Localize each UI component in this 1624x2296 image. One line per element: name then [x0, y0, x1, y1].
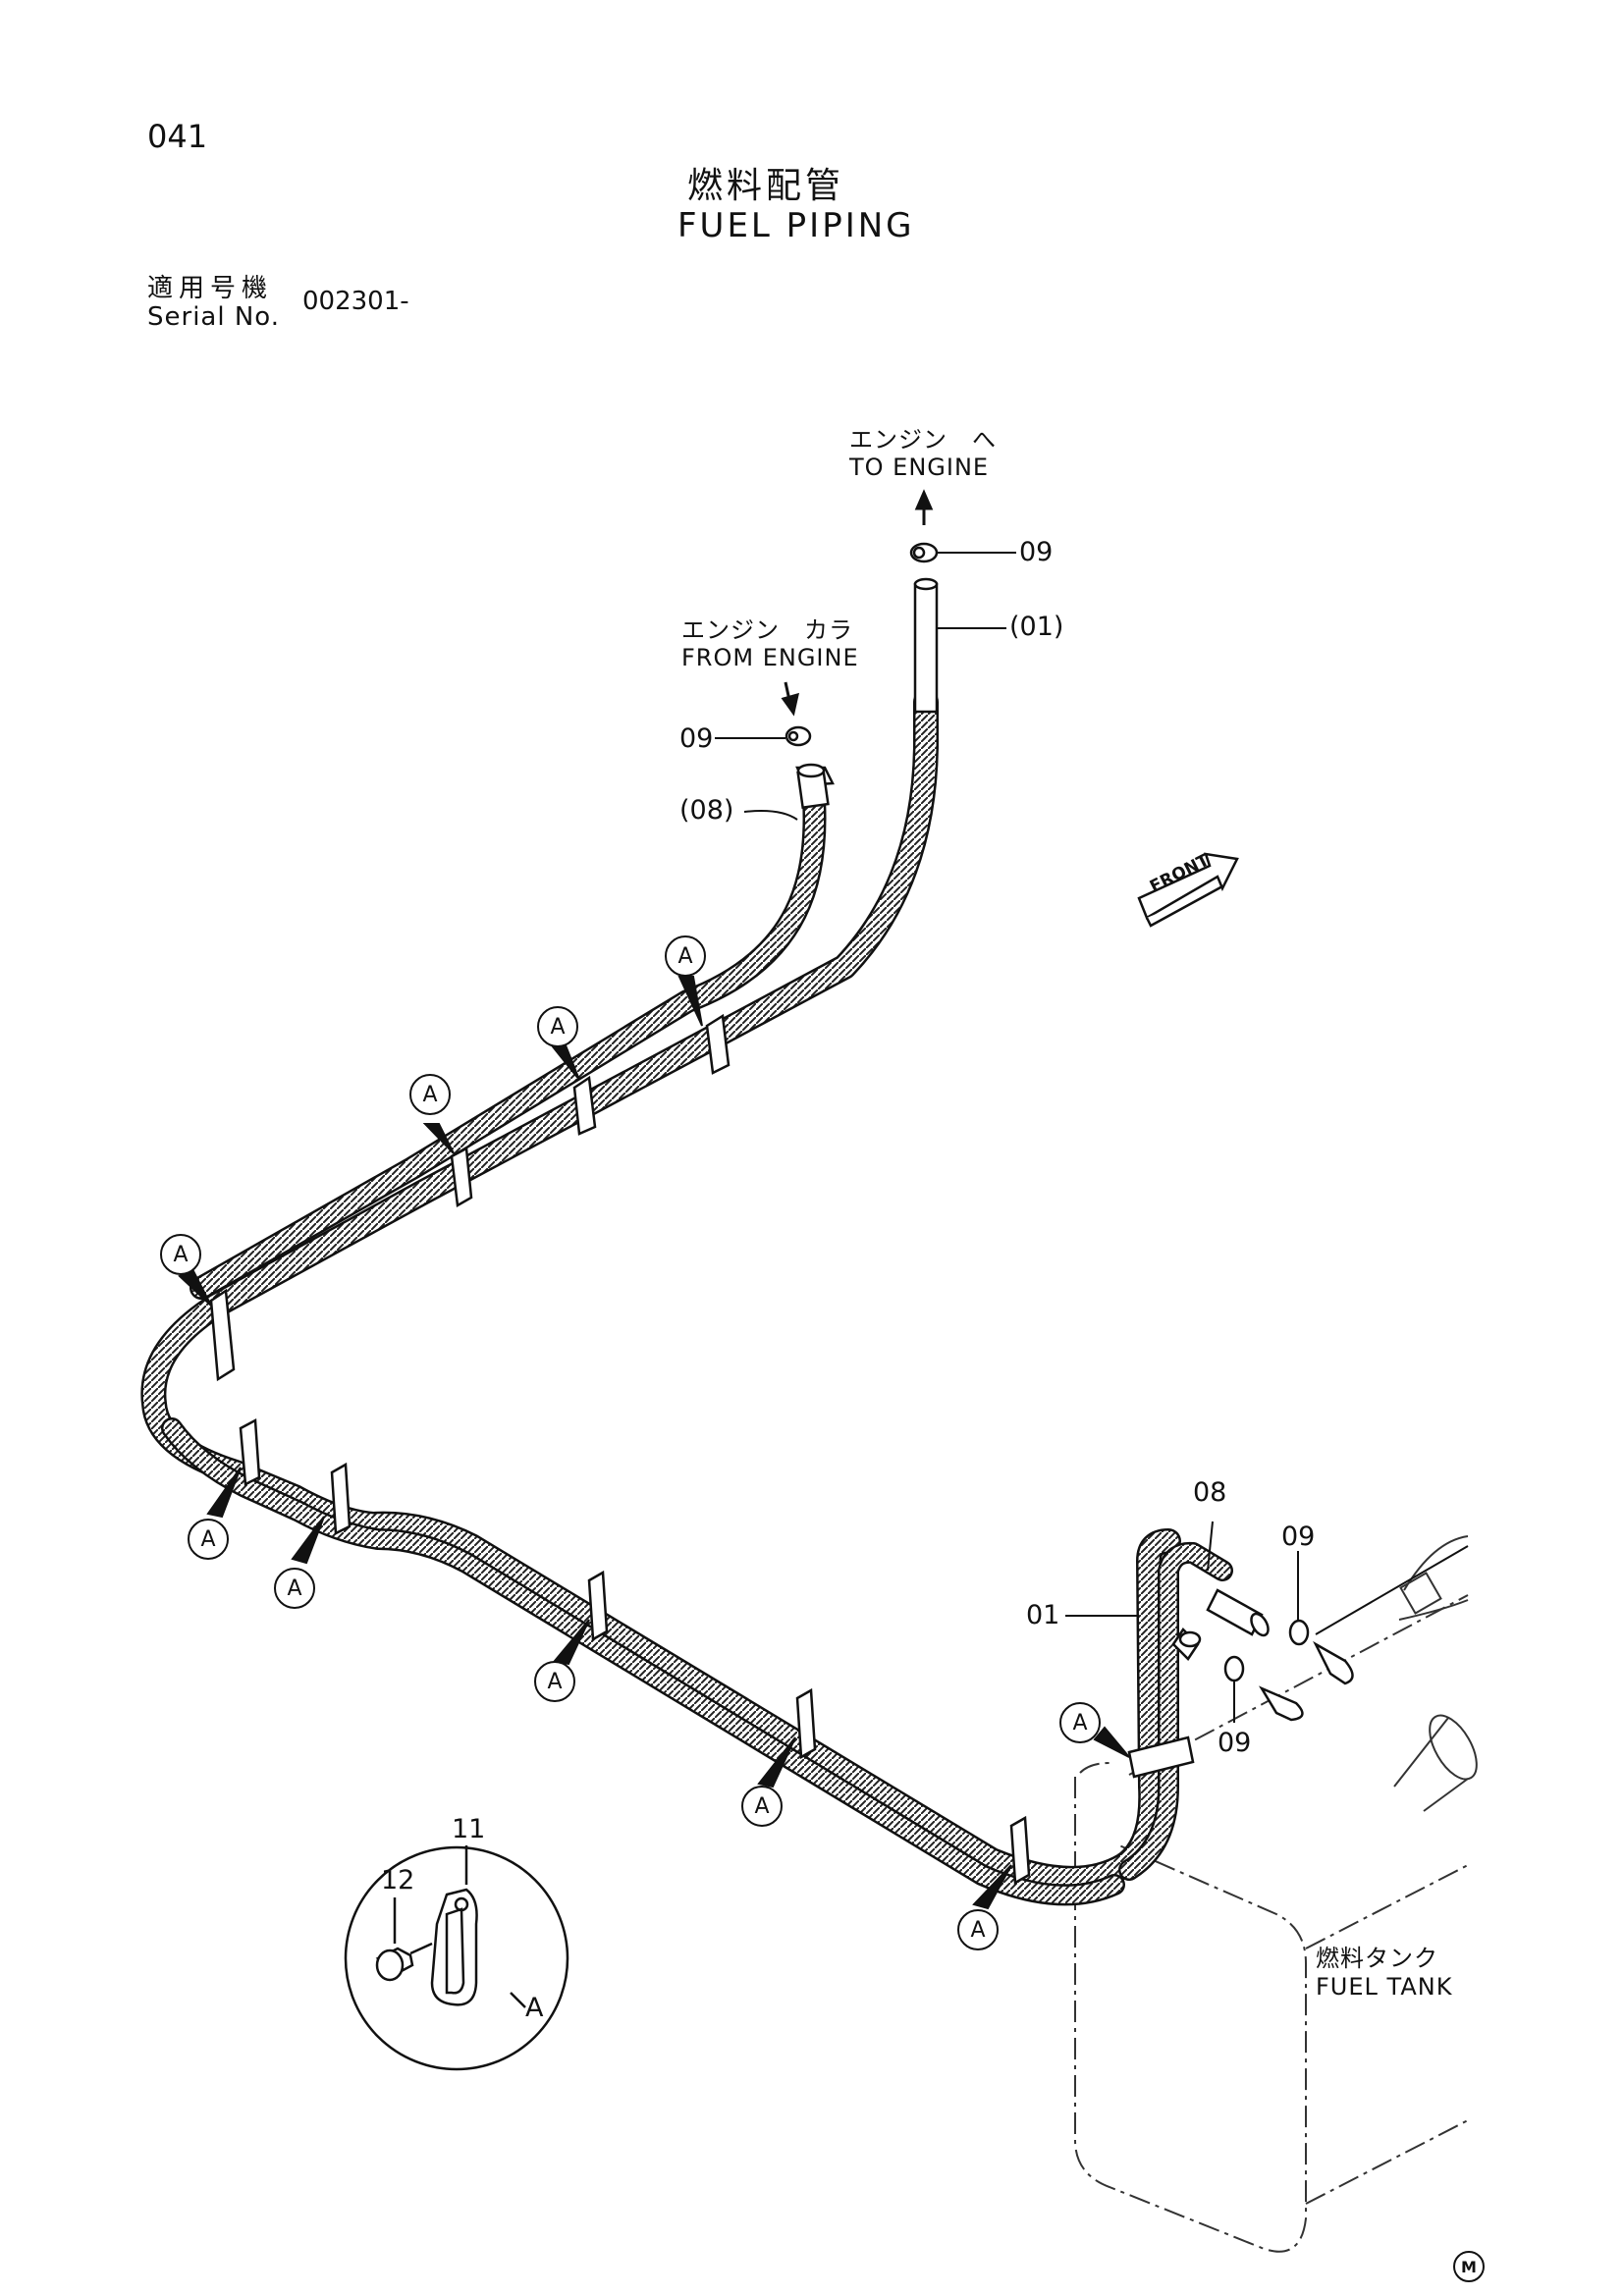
- callout-tank-hose-01: 01: [1026, 1600, 1060, 1630]
- clamp-marker-a: A: [409, 1074, 451, 1115]
- clamp-marker-a: A: [1059, 1702, 1101, 1743]
- tank-pipe-ends: [1171, 1588, 1270, 1661]
- clamp-marker-a: A: [274, 1568, 315, 1609]
- clamp-marker-a: A: [537, 1006, 578, 1047]
- callout-clamp-from-engine: 09: [679, 723, 714, 754]
- pipe-end-to-engine: [913, 577, 939, 714]
- callout-tank-clamp-09-upper: 09: [1281, 1522, 1316, 1552]
- hose-clamp-top: [909, 542, 939, 563]
- fuel-hose-bundle: [153, 702, 1233, 1906]
- serial-value: 002301-: [302, 287, 409, 316]
- clamp-marker-a: A: [534, 1661, 575, 1702]
- page-number: 041: [147, 118, 208, 155]
- tank-hose-clamps: [1223, 1619, 1354, 1722]
- hose-clamp-from-engine: [785, 725, 812, 747]
- clamp-marker-a: A: [957, 1909, 999, 1950]
- leader-lines: [715, 552, 1469, 1723]
- detail-view-a: [344, 1845, 569, 2071]
- fuel-tank-label-jp: 燃料タンク: [1316, 1945, 1438, 1972]
- serial-label-japanese: 適用号機: [147, 274, 274, 303]
- clamp-marker-a: A: [741, 1786, 783, 1827]
- callout-hose-08: (08): [679, 795, 734, 826]
- from-engine-label: FROM ENGINE: [681, 644, 859, 671]
- clamp-marker-a: A: [188, 1519, 229, 1560]
- callout-hose-01: (01): [1009, 612, 1064, 642]
- corner-mark-letter: M: [1461, 2257, 1477, 2276]
- clamp-marker-a: A: [160, 1234, 201, 1275]
- tank-fitting: [1393, 1535, 1478, 1812]
- detail-callout-bolt: 12: [381, 1865, 415, 1896]
- serial-label: Serial No.: [147, 302, 280, 332]
- pipe-end-from-engine: [795, 763, 835, 810]
- callout-clamp-top: 09: [1019, 537, 1054, 567]
- detail-callout-clip: 11: [452, 1814, 486, 1844]
- callout-tank-hose-08: 08: [1193, 1477, 1227, 1508]
- callout-tank-clamp-09-lower: 09: [1218, 1728, 1252, 1758]
- fuel-tank-outline: [1074, 1594, 1469, 2253]
- flow-arrows: [781, 489, 934, 717]
- title-japanese: 燃料配管: [687, 166, 845, 206]
- hose-bracket-clips: [209, 1013, 1195, 1886]
- corner-mark: M: [1453, 2251, 1485, 2282]
- to-engine-label-jp: エンジン へ: [849, 426, 997, 454]
- front-direction-arrow: [1137, 852, 1239, 928]
- detail-reference-label: A: [525, 1993, 544, 2023]
- from-engine-label-jp: エンジン カラ: [681, 616, 853, 644]
- to-engine-label: TO ENGINE: [849, 454, 990, 481]
- marker-pointers: [178, 976, 1130, 1910]
- fuel-tank-label: FUEL TANK: [1316, 1973, 1453, 2001]
- page-title: FUEL PIPING: [677, 206, 915, 245]
- clamp-marker-a: A: [665, 935, 706, 977]
